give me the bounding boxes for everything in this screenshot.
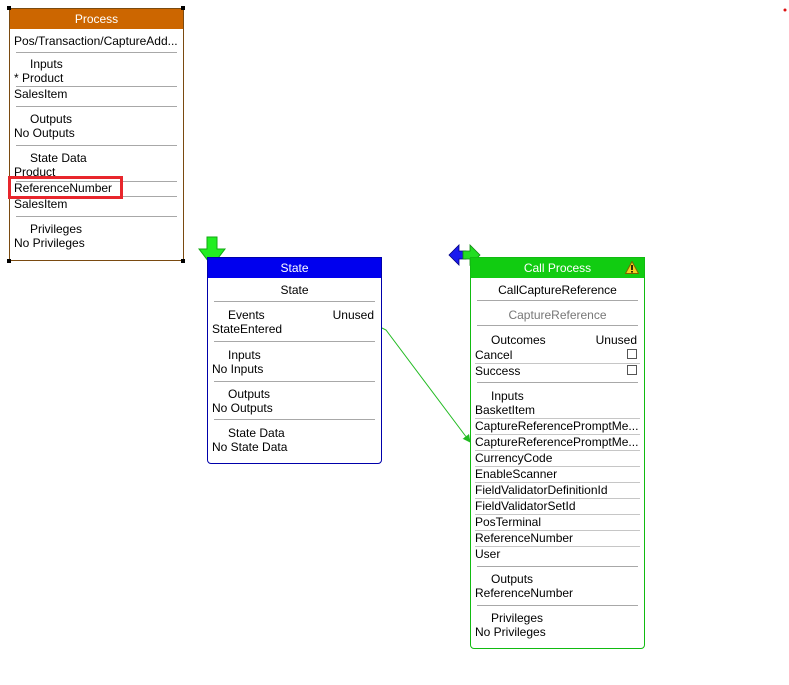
call-output-item[interactable]: ReferenceNumber — [475, 586, 574, 600]
process-node-header[interactable]: Process — [10, 9, 183, 29]
transition-connector[interactable] — [381, 327, 471, 443]
call-process-header[interactable]: Call Process — [471, 258, 644, 278]
call-privileges-label: Privileges — [491, 611, 544, 625]
call-input-item[interactable]: FieldValidatorDefinitionId — [475, 483, 608, 497]
call-inputs-label: Inputs — [491, 389, 524, 403]
state-node-header[interactable]: State — [208, 258, 381, 278]
call-input-item[interactable]: ReferenceNumber — [475, 531, 574, 545]
resize-handle[interactable] — [7, 259, 11, 263]
call-input-item[interactable]: CaptureReferencePromptMe... — [475, 419, 639, 433]
state-outputs-value: No Outputs — [212, 401, 273, 415]
call-input-item[interactable]: PosTerminal — [475, 515, 542, 529]
call-outcome-item[interactable]: Cancel — [475, 348, 513, 362]
state-node-title: State — [280, 261, 309, 275]
call-input-item[interactable]: BasketItem — [475, 403, 536, 417]
canvas-dot — [783, 8, 787, 12]
state-events-label: Events — [228, 308, 265, 322]
resize-handle[interactable] — [7, 6, 11, 10]
state-name[interactable]: State — [280, 283, 309, 297]
warning-icon[interactable] — [625, 261, 639, 274]
process-outputs-label: Outputs — [30, 112, 73, 126]
call-input-item[interactable]: EnableScanner — [475, 467, 558, 481]
call-outputs-label: Outputs — [491, 572, 534, 586]
process-inputs-label: Inputs — [30, 57, 63, 71]
state-data-label: State Data — [228, 426, 285, 440]
process-name[interactable]: Pos/Transaction/CaptureAdd... — [14, 34, 178, 48]
resize-handle[interactable] — [181, 6, 185, 10]
call-privileges-value: No Privileges — [475, 625, 546, 639]
call-process-subtitle[interactable]: CaptureReference — [508, 308, 607, 322]
call-outcomes-status: Unused — [595, 333, 637, 347]
state-outputs-label: Outputs — [228, 387, 271, 401]
process-state-data-item[interactable]: ReferenceNumber — [14, 181, 113, 195]
call-input-item[interactable]: CaptureReferencePromptMe... — [475, 435, 639, 449]
state-event-item[interactable]: StateEntered — [212, 322, 283, 336]
state-inputs-label: Inputs — [228, 348, 261, 362]
call-input-item[interactable]: User — [475, 547, 501, 561]
resize-handle[interactable] — [181, 259, 185, 263]
process-node[interactable]: Process Pos/Transaction/CaptureAdd... In… — [9, 8, 184, 261]
outcome-checkbox[interactable] — [627, 349, 637, 359]
process-state-data-item[interactable]: SalesItem — [14, 197, 68, 211]
process-outputs-value: No Outputs — [14, 126, 75, 140]
process-input-item[interactable]: SalesItem — [14, 87, 68, 101]
state-events-status: Unused — [332, 308, 374, 322]
process-node-title: Process — [74, 12, 119, 26]
process-state-data-label: State Data — [30, 151, 87, 165]
call-outcomes-label: Outcomes — [491, 333, 546, 347]
process-privileges-label: Privileges — [30, 222, 83, 236]
call-process-node[interactable]: Call Process CallCaptureReference Captur… — [470, 257, 645, 649]
outcome-checkbox[interactable] — [627, 365, 637, 375]
state-inputs-value: No Inputs — [212, 362, 264, 376]
call-outcome-item[interactable]: Success — [475, 364, 521, 378]
highlight-box — [8, 176, 123, 199]
call-process-name[interactable]: CallCaptureReference — [498, 283, 617, 297]
call-input-item[interactable]: CurrencyCode — [475, 451, 553, 465]
process-privileges-value: No Privileges — [14, 236, 85, 250]
call-process-title: Call Process — [523, 261, 592, 275]
call-input-item[interactable]: FieldValidatorSetId — [475, 499, 576, 513]
process-input-item[interactable]: * Product — [14, 71, 64, 85]
process-state-data-item[interactable]: Product — [14, 165, 56, 179]
state-node[interactable]: State State Events Unused StateEntered I… — [207, 257, 382, 464]
state-data-value: No State Data — [212, 440, 288, 454]
